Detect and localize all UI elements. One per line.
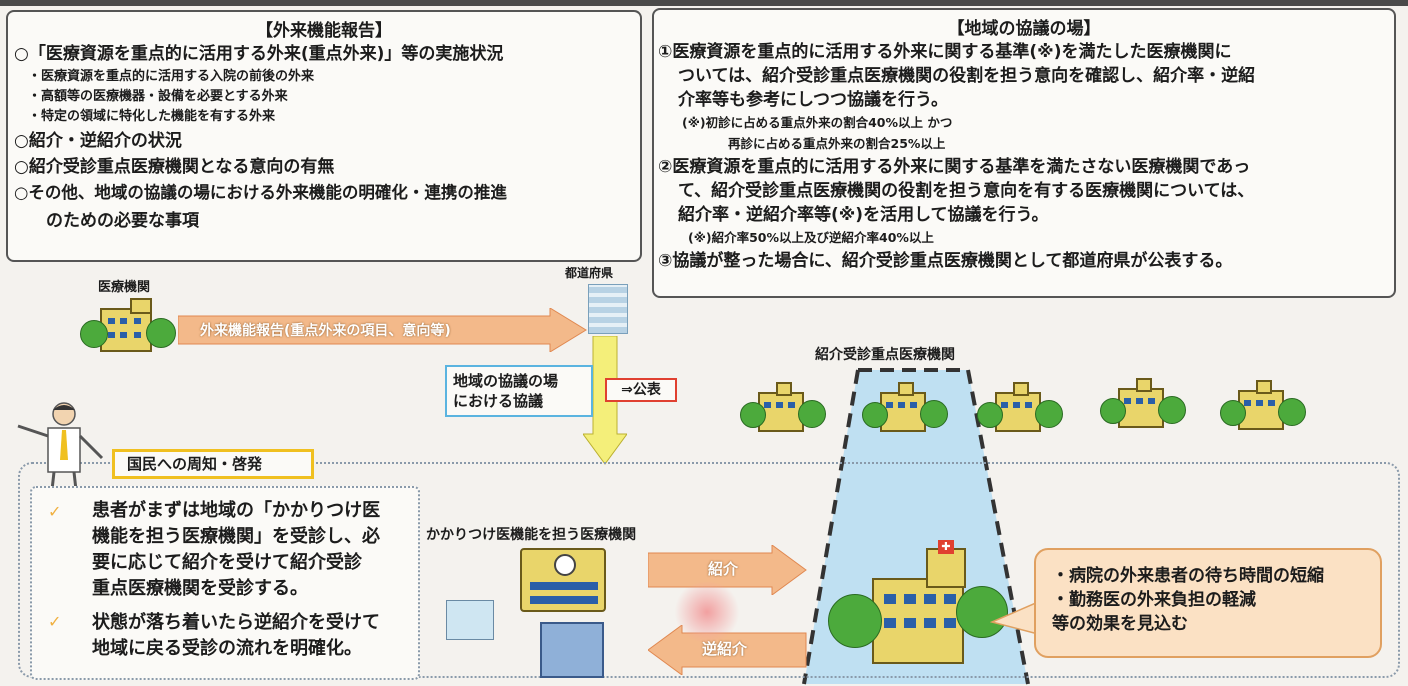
hospital-icon (738, 380, 828, 436)
council-item: て、紹介受診重点医療機関の役割を担う意向を有する医療機関については、 (678, 181, 1255, 201)
hospital-icon (78, 296, 178, 356)
kakaritsuke-label: かかりつけ医機能を担う医療機関 (426, 527, 637, 543)
outpatient-report-box: 【外来機能報告】 ○「医療資源を重点的に活用する外来(重点外来)」等の実施状況 … (6, 10, 642, 262)
hospital-icon (1218, 378, 1308, 434)
council-note: (※)初診に占める重点外来の割合40%以上 かつ (682, 115, 953, 130)
regional-council-box: 【地域の協議の場】 ①医療資源を重点的に活用する外来に関する基準(※)を満たした… (652, 8, 1396, 298)
referral-label: 紹介 (708, 560, 739, 578)
priority-hospital-icon: ✚ (828, 538, 1008, 668)
effects-callout-pointer (990, 600, 1039, 635)
council-note: (※)紹介率50%以上及び逆紹介率40%以上 (688, 230, 934, 245)
report-arrow-label: 外来機能報告(重点外来の項目、意向等) (200, 323, 451, 339)
report-item: ○紹介受診重点医療機関となる意向の有無 (14, 157, 335, 177)
clinic-icon (540, 622, 604, 678)
effects-callout: ・病院の外来患者の待ち時間の短縮 ・勤務医の外来負担の軽減 等の効果を見込む (1034, 548, 1382, 658)
report-subitem: ・医療資源を重点的に活用する入院の前後の外来 (28, 69, 315, 84)
top-bar (0, 0, 1408, 6)
council-item: 紹介率・逆紹介率等(※)を活用して協議を行う。 (678, 205, 1049, 225)
public-awareness-label: 国民への周知・啓発 (112, 449, 314, 479)
prefecture-building-icon (588, 284, 628, 334)
bullet-text: 状態が落ち着いたら逆紹介を受けて (92, 612, 380, 633)
report-item: ○「医療資源を重点的に活用する外来(重点外来)」等の実施状況 (14, 44, 504, 64)
outpatient-report-title: 【外来機能報告】 (256, 21, 392, 41)
bullet-text: 地域に戻る受診の流れを明確化。 (92, 638, 362, 659)
report-item: のための必要な事項 (46, 211, 199, 231)
pharmacy-icon (446, 600, 494, 640)
priority-hospitals-label: 紹介受診重点医療機関 (815, 347, 955, 363)
patient-flow-region (18, 462, 1400, 678)
bullet-text: 重点医療機関を受診する。 (92, 578, 308, 599)
council-item: ③協議が整った場合に、紹介受診重点医療機関として都道府県が公表する。 (658, 251, 1233, 271)
hospital-label: 医療機関 (98, 280, 151, 295)
council-item: ついては、紹介受診重点医療機関の役割を担う意向を確認し、紹介率・逆紹 (678, 66, 1256, 86)
council-item: ②医療資源を重点的に活用する外来に関する基準を満たさない医療機関であっ (658, 157, 1251, 177)
effect-text: 等の効果を見込む (1052, 614, 1188, 634)
bullet-text: 要に応じて紹介を受けて紹介受診 (92, 552, 362, 573)
report-item: ○その他、地域の協議の場における外来機能の明確化・連携の推進 (14, 183, 507, 202)
presenter-icon (17, 402, 104, 491)
prefecture-label: 都道府県 (565, 266, 614, 280)
council-label-line2: における協議 (453, 392, 544, 410)
referral-arrow (648, 545, 807, 595)
regional-council-title: 【地域の協議の場】 (947, 19, 1101, 39)
bullet-icon: ✓ (48, 502, 62, 521)
hospital-icon (1098, 376, 1188, 432)
council-item: 介率等も参考にしつつ協議を行う。 (678, 90, 948, 110)
report-subitem: ・特定の領域に特化した機能を有する外来 (28, 109, 276, 124)
clinic-icon (520, 548, 606, 612)
glow-decoration (672, 582, 742, 642)
hospital-cross-icon: ✚ (938, 540, 954, 554)
hospital-icon (975, 380, 1065, 436)
bullet-text: 患者がまずは地域の「かかりつけ医 (92, 500, 381, 521)
patient-flow-bullets: ✓ 患者がまずは地域の「かかりつけ医 機能を担う医療機関」を受診し、必 要に応じ… (30, 486, 420, 680)
council-label-box: 地域の協議の場 における協議 (445, 365, 593, 417)
reverse-referral-label: 逆紹介 (702, 640, 748, 658)
report-item: ○紹介・逆紹介の状況 (14, 131, 182, 151)
bullet-icon: ✓ (48, 612, 62, 631)
effect-text: ・勤務医の外来負担の軽減 (1052, 590, 1256, 610)
council-label-line1: 地域の協議の場 (453, 372, 559, 390)
report-arrow (178, 308, 587, 352)
report-subitem: ・高額等の医療機器・設備を必要とする外来 (28, 89, 288, 104)
council-note: 再診に占める重点外来の割合25%以上 (728, 136, 946, 151)
hospital-icon (860, 380, 950, 436)
effect-text: ・病院の外来患者の待ち時間の短縮 (1052, 566, 1324, 586)
council-item: ①医療資源を重点的に活用する外来に関する基準(※)を満たした医療機関に (658, 42, 1232, 62)
bullet-text: 機能を担う医療機関」を受診し、必 (92, 526, 380, 547)
publish-label: ⇒公表 (605, 378, 677, 402)
